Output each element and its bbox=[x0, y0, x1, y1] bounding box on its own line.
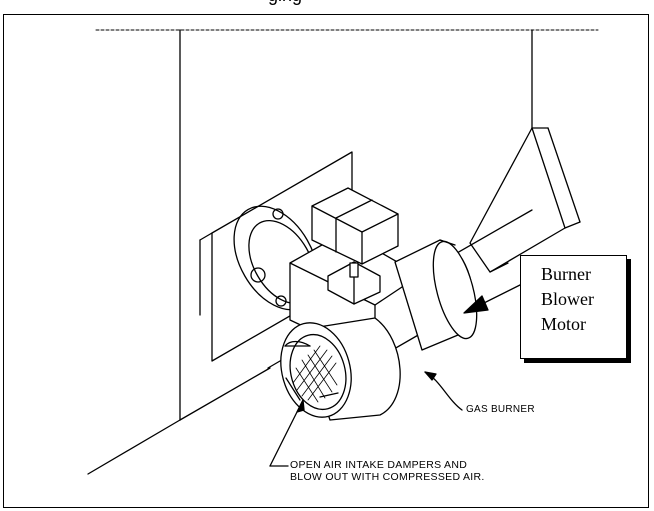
gas-valve bbox=[311, 187, 399, 265]
air-intake-label-line-2: BLOW OUT WITH COMPRESSED AIR. bbox=[290, 471, 485, 483]
clipped-header-label: ging bbox=[268, 0, 302, 5]
clipped-header-text: ging bbox=[268, 0, 428, 12]
intake-grill bbox=[292, 345, 338, 403]
damper-blades bbox=[284, 340, 339, 401]
gas-burner-leader bbox=[424, 371, 463, 411]
gas-burner-label: GAS BURNER bbox=[466, 403, 535, 415]
callout-line-3: Motor bbox=[541, 314, 586, 334]
side-bracket bbox=[469, 127, 581, 273]
callout-line-2: Blower bbox=[541, 289, 594, 309]
diagram-frame bbox=[3, 14, 649, 508]
air-intake-housing bbox=[280, 317, 401, 421]
blower-motor-callout: Burner Blower Motor bbox=[520, 255, 627, 359]
air-intake-leader bbox=[269, 399, 305, 467]
air-intake-label: OPEN AIR INTAKE DAMPERS AND BLOW OUT WIT… bbox=[290, 459, 485, 483]
blower-motor bbox=[394, 239, 478, 351]
blower-motor-leader bbox=[463, 283, 523, 314]
callout-line-1: Burner bbox=[541, 264, 591, 284]
air-intake-label-line-1: OPEN AIR INTAKE DAMPERS AND bbox=[290, 459, 468, 471]
